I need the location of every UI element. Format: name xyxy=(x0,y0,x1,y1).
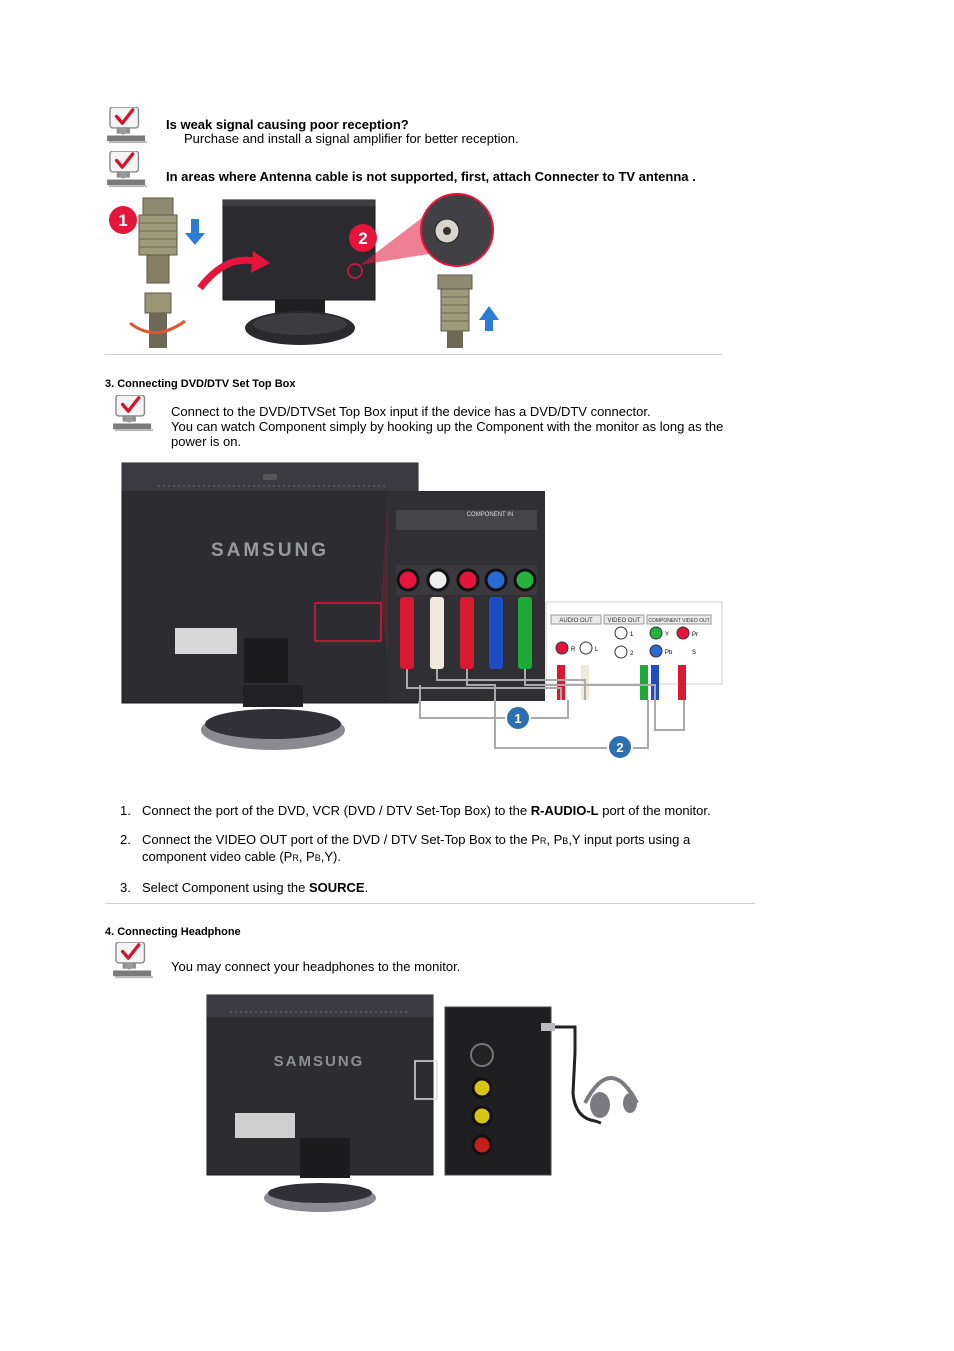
monitor-brand: SAMSUNG xyxy=(211,540,329,561)
step-text: ,Y input ports using a xyxy=(568,832,691,847)
component-in-label: COMPONENT IN xyxy=(467,512,514,518)
step-subscript: R xyxy=(292,853,299,863)
list-item: 2. Connect the VIDEO OUT port of the DVD… xyxy=(106,832,746,866)
step-emphasis: SOURCE xyxy=(308,880,365,895)
check-icon xyxy=(112,942,155,980)
step-text: Connect the VIDEO OUT port of the DVD / … xyxy=(142,832,540,847)
antenna-connector-figure: 1 2 xyxy=(109,193,499,348)
jack-1: 1 xyxy=(630,632,634,638)
check-icon xyxy=(106,151,149,189)
audio-out-label: AUDIO OUT xyxy=(559,618,593,624)
step-text: Connect the port of the DVD, VCR (DVD / … xyxy=(142,803,531,818)
jack-s: S xyxy=(692,650,696,656)
section-3-title: 3. Connecting DVD/DTV Set Top Box xyxy=(105,378,296,390)
step-text: component video cable (P xyxy=(142,849,293,864)
video-out-label: VIDEO OUT xyxy=(607,618,640,624)
callout-1-badge xyxy=(505,705,531,731)
callout-1-label: 1 xyxy=(118,211,127,230)
step-number: 1. xyxy=(120,803,131,818)
weak-signal-answer: Purchase and install a signal amplifier … xyxy=(184,131,519,146)
callout-2-badge xyxy=(349,224,377,252)
section-3-intro-line1: Connect to the DVD/DTVSet Top Box input … xyxy=(171,404,651,419)
step-number: 3. xyxy=(120,880,131,895)
callout-1-label: 1 xyxy=(514,711,521,726)
jack-pr: Pr xyxy=(692,632,698,638)
step-emphasis: R-AUDIO-L xyxy=(530,803,599,818)
component-video-out-label: COMPONENT VIDEO OUT xyxy=(648,618,709,624)
step-subscript: B xyxy=(562,836,569,846)
callout-2-label: 2 xyxy=(358,229,367,248)
step-text: ,Y). xyxy=(320,849,341,864)
check-icon xyxy=(106,107,149,145)
jack-pb: Pb xyxy=(665,650,673,656)
jack-r: R xyxy=(571,647,576,653)
section-4-intro: You may connect your headphones to the m… xyxy=(171,959,461,974)
weak-signal-question: Is weak signal causing poor reception? xyxy=(166,117,409,132)
step-text: . xyxy=(364,880,369,895)
step-text: , P xyxy=(298,849,315,864)
divider xyxy=(105,903,755,904)
check-icon xyxy=(112,395,155,433)
monitor-brand: SAMSUNG xyxy=(274,1053,365,1070)
step-number: 2. xyxy=(120,832,131,847)
steps-list: 1. Connect the port of the DVD, VCR (DVD… xyxy=(106,803,746,909)
list-item: 1. Connect the port of the DVD, VCR (DVD… xyxy=(106,803,746,818)
component-connection-figure: SAMSUNG COMPONENT IN AUDIO OUT VIDEO OUT… xyxy=(121,462,723,760)
divider xyxy=(105,354,722,355)
step-subscript: R xyxy=(539,836,547,846)
callout-2-badge xyxy=(607,734,633,760)
step-text: , P xyxy=(546,832,563,847)
section-3-intro-line3: power is on. xyxy=(171,434,242,449)
step-subscript: B xyxy=(314,853,321,863)
antenna-note: In areas where Antenna cable is not supp… xyxy=(166,169,696,184)
step-text: Select Component using the xyxy=(142,880,309,895)
callout-2-label: 2 xyxy=(616,740,623,755)
headphone-connection-figure: SAMSUNG xyxy=(206,994,639,1212)
jack-y: Y xyxy=(665,632,669,638)
section-3-intro-line2: You can watch Component simply by hookin… xyxy=(171,419,724,434)
callout-1-badge xyxy=(109,206,137,234)
section-4-title: 4. Connecting Headphone xyxy=(105,926,241,938)
list-item: 3. Select Component using the SOURCE. xyxy=(106,880,746,895)
step-text: port of the monitor. xyxy=(598,803,711,818)
jack-l: L xyxy=(595,647,599,653)
jack-2: 2 xyxy=(630,651,634,657)
